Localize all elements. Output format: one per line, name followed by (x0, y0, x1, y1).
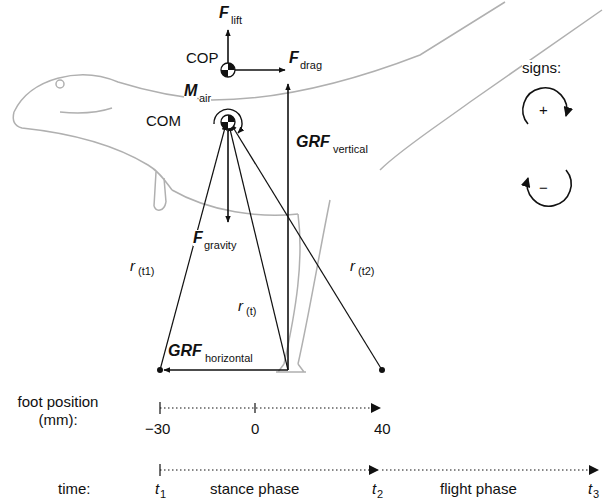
axis-title: foot position (mm): (6, 393, 110, 429)
legend-heading: signs: (522, 60, 561, 75)
point-label: COM (146, 113, 181, 128)
dinosaur-outline (13, 2, 602, 372)
time-symbol: t (155, 481, 159, 496)
subscript: 3 (593, 489, 599, 500)
force-symbol: F (193, 230, 203, 246)
force-symbol: F (289, 50, 299, 66)
point-label: COP (186, 50, 219, 65)
subscript: horizontal (205, 353, 253, 364)
sign-symbol: − (539, 180, 548, 195)
phase-label: flight phase (440, 481, 517, 496)
vector-symbol: r (350, 258, 355, 273)
phase-label: stance phase (210, 481, 299, 496)
force-symbol: GRF (168, 343, 202, 359)
subscript: vertical (333, 144, 368, 155)
force-vectors (160, 30, 382, 370)
subscript: (t) (246, 306, 256, 317)
subscript: lift (231, 15, 242, 26)
time-symbol: t (588, 481, 592, 496)
axis-value: 40 (374, 421, 391, 436)
force-symbol: F (219, 5, 229, 21)
moment-symbol: M (184, 83, 197, 99)
axis-value: −30 (145, 421, 170, 436)
vector-symbol: r (238, 298, 243, 313)
subscript: gravity (204, 240, 236, 251)
force-symbol: GRF (296, 134, 330, 150)
time-symbol: t (372, 481, 376, 496)
axis-value: 0 (251, 421, 259, 436)
axes (160, 402, 598, 476)
subscript: drag (300, 60, 322, 71)
sign-arrows (523, 88, 571, 206)
center-symbols (221, 63, 235, 129)
subscript: 1 (160, 489, 166, 500)
subscript: (t2) (358, 266, 375, 277)
vector-symbol: r (130, 258, 135, 273)
sign-symbol: + (539, 102, 548, 117)
subscript: air (199, 93, 211, 104)
axis-title: time: (58, 481, 91, 496)
subscript: 2 (377, 489, 383, 500)
subscript: (t1) (138, 266, 155, 277)
